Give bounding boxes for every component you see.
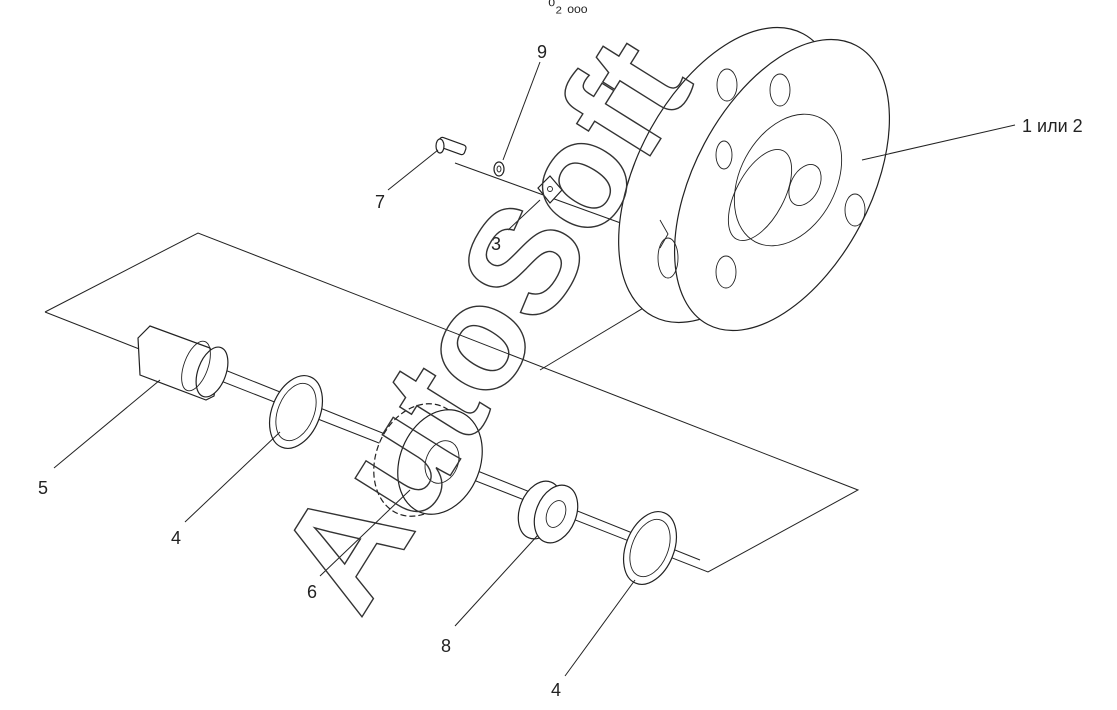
thrust-washer-upper-part [268, 375, 324, 449]
lock-plate-part [537, 175, 563, 204]
leader-lines [53, 61, 1016, 677]
callout-part-4-upper: 4 [171, 528, 181, 548]
planet-gear-part [373, 403, 483, 517]
small-washer-part [493, 161, 505, 177]
callout-part-6: 6 [307, 582, 317, 602]
callout-part-7: 7 [375, 192, 385, 212]
top-mark: ⁰₂ ₒₒₒ [548, 0, 588, 16]
bolt-part [435, 136, 467, 156]
callout-part-3: 3 [491, 234, 501, 254]
callout-part-4-lower: 4 [551, 680, 561, 700]
callout-part-5: 5 [38, 478, 48, 498]
callout-part-1-or-2: 1 или 2 [1022, 116, 1083, 136]
axle-pin-part [137, 325, 229, 401]
planet-carrier-part [618, 26, 891, 332]
callout-part-9: 9 [537, 42, 547, 62]
thrust-washer-lower-part [622, 511, 678, 585]
bearing-part [517, 480, 579, 544]
callout-part-8: 8 [441, 636, 451, 656]
